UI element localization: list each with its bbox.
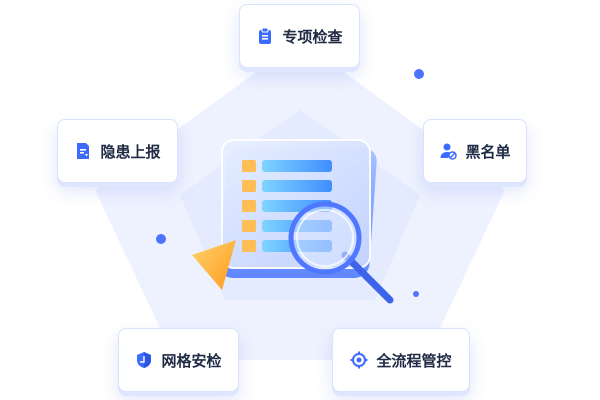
clipboard-icon <box>256 27 274 45</box>
grid-inspection-card[interactable]: 网格安检 <box>118 328 239 392</box>
user-block-icon <box>439 142 458 160</box>
decor-dot <box>156 234 166 244</box>
checklist-board-illustration <box>192 139 394 304</box>
decor-dot <box>413 291 419 297</box>
shield-icon <box>135 351 153 369</box>
decor-dot <box>414 69 424 79</box>
inspection-card[interactable]: 专项检查 <box>239 4 360 68</box>
inspection-label: 专项检查 <box>282 27 343 46</box>
grid-inspection-label: 网格安检 <box>161 351 222 370</box>
hazard-report-label: 隐患上报 <box>100 142 161 161</box>
report-doc-icon <box>74 142 92 160</box>
target-control-icon <box>350 351 368 369</box>
process-control-card[interactable]: 全流程管控 <box>332 328 470 392</box>
blacklist-label: 黑名单 <box>465 142 511 161</box>
cursor-arrow-icon <box>192 240 236 290</box>
hazard-report-card[interactable]: 隐患上报 <box>57 119 178 183</box>
blacklist-card[interactable]: 黑名单 <box>423 119 527 183</box>
magnifier-icon <box>288 201 394 304</box>
process-control-label: 全流程管控 <box>376 351 452 370</box>
